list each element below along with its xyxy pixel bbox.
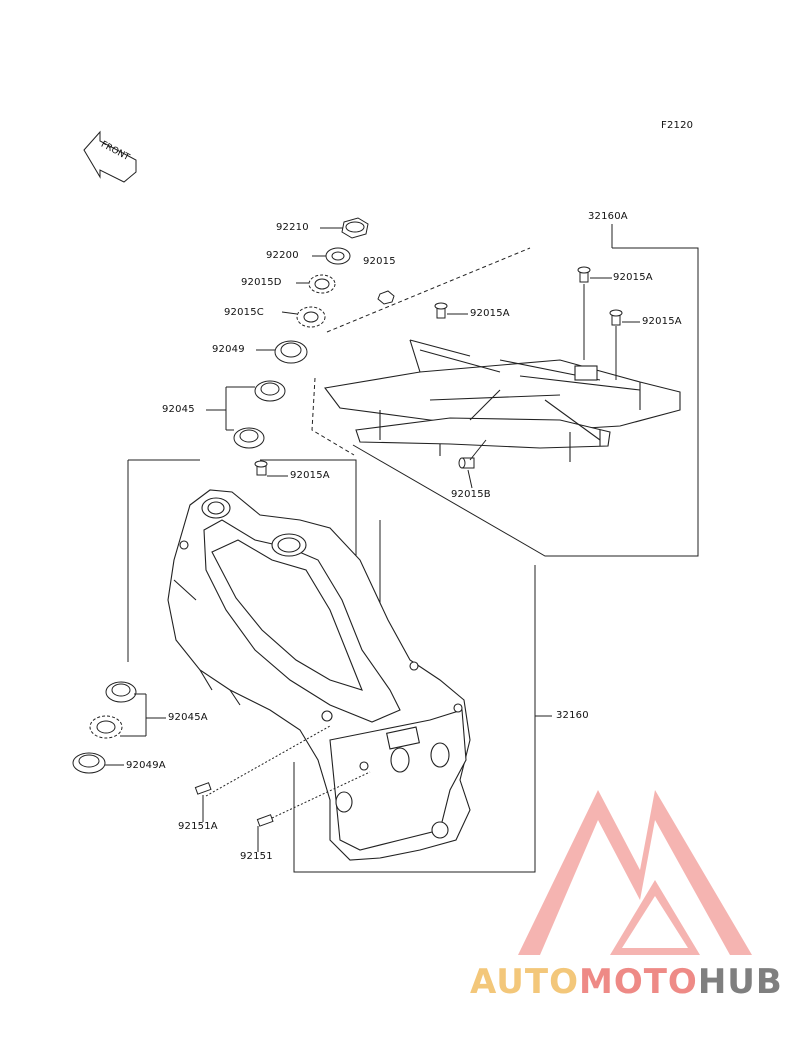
label-32160A: 32160A [588, 211, 628, 222]
watermark-part1: AUTO [470, 962, 579, 1002]
label-32160: 32160 [556, 710, 589, 721]
label-92015A-subframe-3: 92015A [642, 316, 682, 327]
label-92049: 92049 [212, 344, 245, 355]
watermark-logo-icon [518, 790, 752, 955]
bolt-92015A-frame-icon [254, 460, 268, 476]
locknut-92015C-icon [296, 306, 326, 328]
watermark-text: AUTOMOTOHUB [470, 962, 783, 1002]
label-92045A: 92045A [168, 712, 208, 723]
drawing-code: F2120 [661, 120, 694, 131]
label-92015A-subframe-1: 92015A [613, 272, 653, 283]
bearing-race-92045A-icon [105, 681, 137, 703]
label-92210: 92210 [276, 222, 309, 233]
bolt-92015A-subframe-1-icon [577, 266, 591, 283]
label-92151: 92151 [240, 851, 273, 862]
label-92015D: 92015D [241, 277, 282, 288]
watermark-part3: HUB [697, 962, 783, 1002]
seal-92049A-icon [72, 752, 106, 774]
bearing-92045A-icon [89, 715, 123, 739]
washer-92200-icon [325, 247, 351, 265]
small-nut-92015-icon [377, 290, 395, 305]
label-92151A: 92151A [178, 821, 218, 832]
subframe-bracket-line [352, 247, 699, 557]
bolt-92151-icon [256, 814, 274, 827]
bolt-92151A-icon [194, 782, 212, 795]
label-92045: 92045 [162, 404, 195, 415]
bolt-92015A-subframe-2-icon [434, 302, 448, 319]
label-92049A: 92049A [126, 760, 166, 771]
bolt-92015B-icon [458, 457, 475, 469]
front-arrow-icon: FRONT [83, 130, 137, 183]
locknut-92015D-icon [308, 274, 336, 294]
bearing-race-92045-upper-icon [254, 380, 286, 402]
label-92015A-frame: 92015A [290, 470, 330, 481]
bolt-92015A-subframe-3-icon [609, 309, 623, 326]
watermark-part2: MOTO [578, 962, 698, 1002]
seal-92049-icon [274, 340, 308, 364]
bearing-race-92045-lower-icon [233, 427, 265, 449]
label-92015B: 92015B [451, 489, 491, 500]
nut-92210-icon [341, 217, 369, 239]
subframe-32160A-icon [324, 339, 681, 462]
label-92015C: 92015C [224, 307, 264, 318]
main-frame-32160-icon [167, 489, 471, 861]
label-92015A-subframe-2: 92015A [470, 308, 510, 319]
label-92015: 92015 [363, 256, 396, 267]
label-92200: 92200 [266, 250, 299, 261]
